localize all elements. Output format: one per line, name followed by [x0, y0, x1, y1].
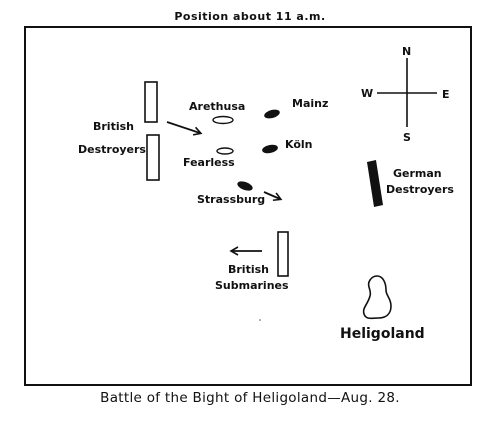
label-german-destroyers-1: German: [393, 167, 442, 180]
label-koln: Köln: [285, 138, 313, 151]
print-speck: [259, 319, 261, 321]
diagram-header: Position about 11 a.m.: [174, 10, 326, 23]
label-german-destroyers-2: Destroyers: [386, 183, 454, 196]
label-strassburg: Strassburg: [197, 193, 265, 206]
label-british-submarines-1: British: [228, 263, 269, 276]
label-british-submarines-2: Submarines: [215, 279, 289, 292]
compass-e: E: [442, 88, 450, 101]
ship-mainz: [264, 109, 280, 119]
ship-koln: [262, 144, 278, 154]
ship-fearless: [216, 147, 234, 155]
diagram-frame: [24, 26, 472, 386]
german-destroyer-column: [367, 160, 383, 207]
diagram-caption: Battle of the Bight of Heligoland—Aug. 2…: [100, 390, 400, 406]
arrow-british-destroyers-east: [166, 121, 203, 136]
compass-s: S: [403, 131, 411, 144]
ship-arethusa: [212, 115, 234, 125]
arrow-strassburg-southeast: [263, 191, 283, 202]
british-destroyer-column-north: [144, 81, 158, 123]
heligoland-island: [362, 275, 392, 320]
label-mainz: Mainz: [292, 97, 328, 110]
label-arethusa: Arethusa: [189, 100, 245, 113]
label-fearless: Fearless: [183, 156, 235, 169]
label-heligoland: Heligoland: [340, 326, 425, 342]
compass-w: W: [361, 87, 373, 100]
compass-n: N: [402, 45, 411, 58]
british-submarine-column: [277, 231, 289, 277]
british-destroyer-column-south: [146, 134, 160, 181]
label-british-destroyers-2: Destroyers: [78, 143, 146, 156]
ship-strassburg: [237, 181, 253, 191]
label-british-destroyers-1: British: [93, 120, 134, 133]
